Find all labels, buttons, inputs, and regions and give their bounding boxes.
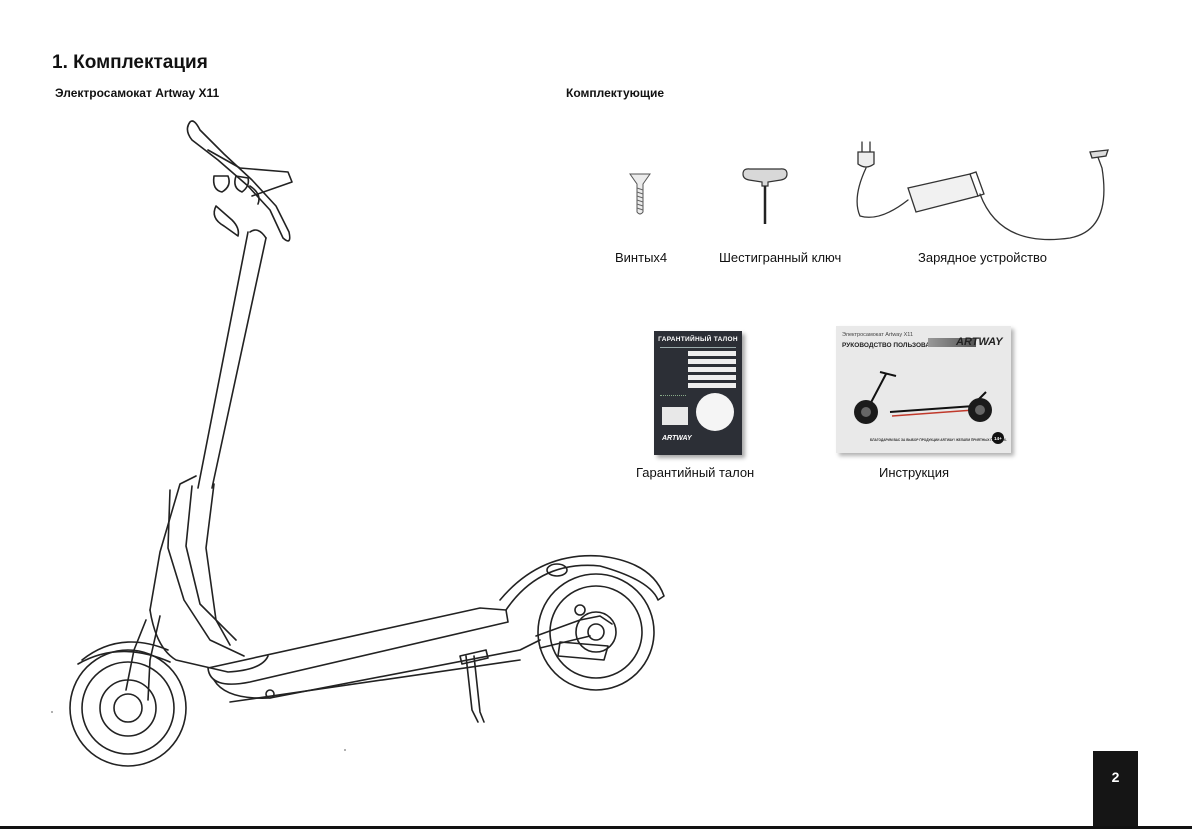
page-number: 2 — [1093, 751, 1138, 829]
manual-booklet-icon: Электросамокат Artway X11 РУКОВОДСТВО ПО… — [836, 326, 1011, 453]
age-badge: 14+ — [992, 432, 1004, 444]
warranty-card-logo: ARTWAY — [662, 435, 692, 442]
scooter-illustration — [0, 0, 700, 829]
manual-scooter-image — [850, 366, 998, 430]
caption-warranty-card: Гарантийный талон — [636, 465, 754, 480]
screw-icon — [628, 170, 652, 218]
caption-hex-key: Шестигранный ключ — [719, 250, 841, 265]
warranty-card-icon: ГАРАНТИЙНЫЙ ТАЛОН ARTWAY — [654, 331, 742, 455]
caption-manual: Инструкция — [879, 465, 949, 480]
caption-screws: Винтых4 — [615, 250, 667, 265]
warranty-card-header: ГАРАНТИЙНЫЙ ТАЛОН — [658, 336, 738, 343]
manual-cover-footer: БЛАГОДАРИМ ВАС ЗА ВЫБОР ПРОДУКЦИИ ARTWAY… — [870, 438, 1007, 442]
hex-key-icon — [740, 166, 790, 228]
manual-cover-line1: Электросамокат Artway X11 — [842, 332, 913, 338]
manual-cover-logo: ARTWAY — [956, 336, 1003, 348]
charger-icon — [850, 138, 1112, 250]
caption-charger: Зарядное устройство — [918, 250, 1047, 265]
